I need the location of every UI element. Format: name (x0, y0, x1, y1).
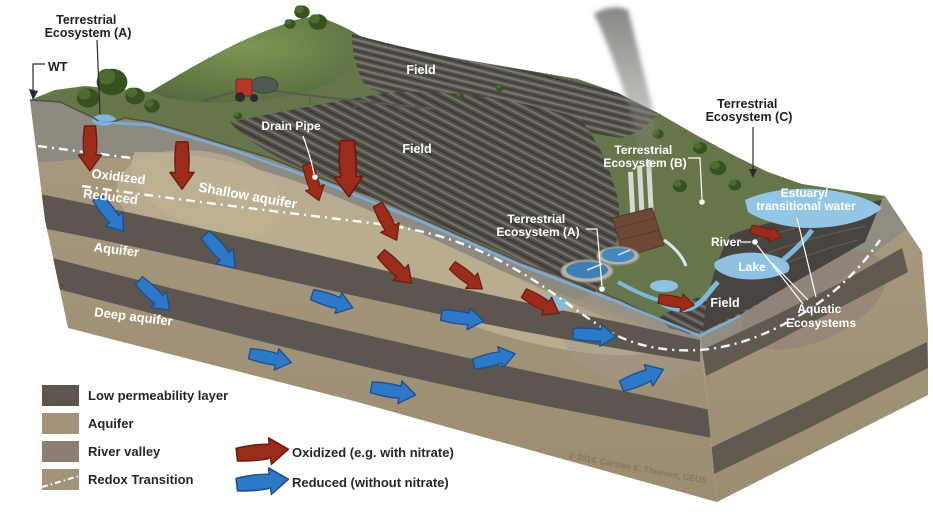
legend-reduced-arrow (234, 465, 291, 499)
label-terrestrial-ecosystem-b: Terrestrial Ecosystem (B) (603, 143, 686, 170)
legend-swatch-low-permeability (42, 385, 79, 406)
label-drain-pipe: Drain Pipe (261, 119, 321, 133)
estuary-water (745, 188, 882, 228)
legend-swatch-redox-transition (42, 469, 79, 490)
label-field-mid: Field (402, 142, 431, 156)
lake-water (714, 252, 790, 280)
legend-oxidized-arrow (234, 435, 291, 469)
legend: Low permeability layer Aquifer River val… (41, 385, 454, 499)
label-terrestrial-ecosystem-c: Terrestrial Ecosystem (C) (706, 97, 793, 124)
legend-label-redox-transition: Redox Transition (88, 472, 194, 487)
legend-label-oxidized-flow: Oxidized (e.g. with nitrate) (292, 445, 454, 460)
tractor-sprayer (201, 76, 436, 113)
leader-lines-dark (32, 39, 754, 171)
right-low-permeability-band-2 (710, 342, 928, 474)
leader-lines-white (302, 135, 817, 305)
label-aquatic-ecosystems: Aquatic Ecosystems (786, 302, 856, 330)
brick-lines (615, 217, 661, 241)
label-wt: WT (48, 60, 68, 74)
drain-water-line (94, 120, 741, 338)
pond-near-plant (650, 280, 678, 292)
label-terrestrial-ecosystem-a-top: Terrestrial Ecosystem (A) (45, 13, 132, 40)
legend-label-low-permeability: Low permeability layer (88, 388, 228, 403)
legend-label-aquifer: Aquifer (88, 416, 134, 431)
label-oxidized: Oxidized (91, 166, 147, 187)
factory-building (611, 207, 665, 258)
label-terrestrial-ecosystem-a-mid: Terrestrial Ecosystem (A) (496, 212, 579, 239)
plant-outflow-stream (617, 280, 659, 302)
river-stream (658, 280, 720, 312)
low-permeability-band-2 (30, 252, 712, 438)
legend-label-reduced-flow: Reduced (without nitrate) (292, 475, 449, 490)
legend-swatch-aquifer (42, 413, 79, 434)
label-lake: Lake (738, 260, 766, 274)
field-middle (230, 91, 620, 292)
label-estuary: Estuary/ transitional water (756, 186, 856, 213)
low-permeability-band-1 (30, 192, 700, 362)
label-field-top: Field (406, 63, 435, 77)
leader-dots (312, 174, 758, 292)
smokestack (646, 159, 654, 216)
factory (611, 159, 688, 267)
legend-label-river-valley: River valley (88, 444, 161, 459)
outflow-pipe (663, 238, 688, 267)
wt-arrowhead (29, 89, 38, 100)
field-upper (352, 34, 658, 138)
label-aquifer: Aquifer (93, 239, 140, 259)
legend-redox-dashdot (41, 475, 80, 488)
lake-outlet-stream (781, 228, 815, 262)
smokestack (628, 171, 636, 216)
hill (150, 16, 366, 103)
legend-swatch-river-valley (42, 441, 79, 462)
smokestack (637, 165, 645, 216)
smoke-plume (594, 7, 659, 173)
label-reduced: Reduced (82, 186, 138, 208)
te-c-arrowhead (749, 169, 757, 178)
top-surface-landscape (29, 5, 885, 338)
label-river: River (711, 235, 741, 249)
label-field-bottom: Field (710, 296, 739, 310)
